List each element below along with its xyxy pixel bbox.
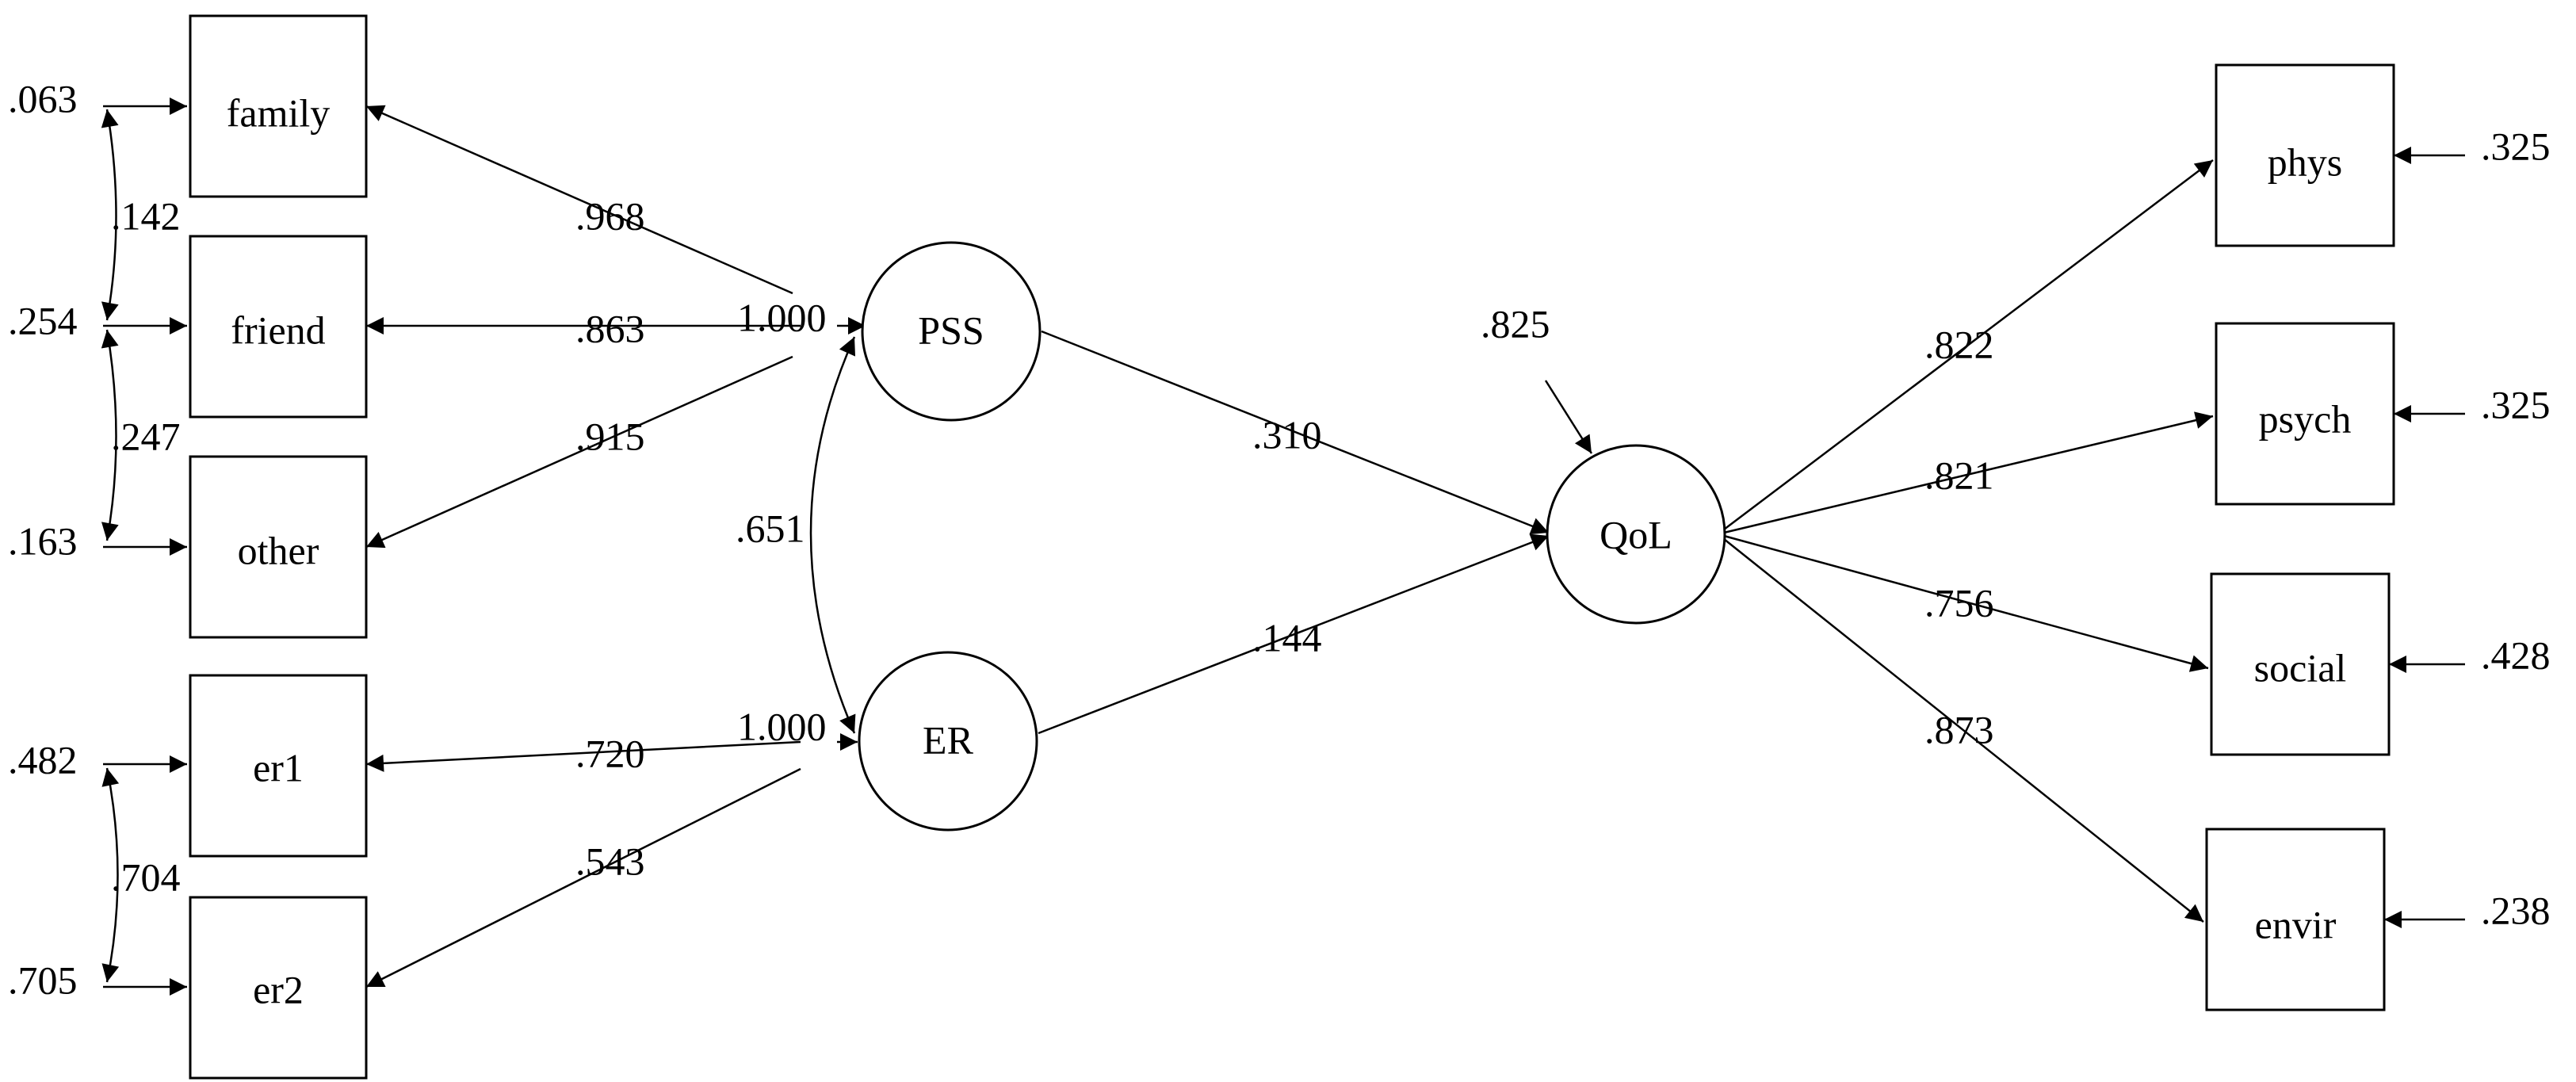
errcov-er1-er2 — [101, 767, 120, 983]
variance-value-er: 1.000 — [737, 704, 827, 748]
loading-arrow-er-er1 — [365, 740, 801, 772]
indicator-label-other: other — [238, 528, 319, 572]
indicator-label-er2: er2 — [253, 967, 304, 1011]
disturbance-value-qol: .825 — [1481, 301, 1550, 346]
loading-arrow-er-er2 — [365, 767, 801, 988]
disturbance-arrow-qol — [1544, 380, 1593, 454]
indicator-label-friend: friend — [231, 308, 325, 352]
loading-value-er-er2: .543 — [575, 839, 645, 883]
errcov-family-friend — [101, 109, 119, 321]
latent-correlation-value: .651 — [736, 506, 805, 550]
indicator-label-family: family — [227, 90, 331, 135]
loading-value-qol-phys: .822 — [1924, 322, 1994, 366]
error-value-psych: .325 — [2481, 382, 2551, 426]
indicator-label-phys: phys — [2268, 140, 2342, 184]
latent-correlation-curve — [809, 336, 856, 734]
loading-value-pss-other: .915 — [575, 414, 645, 458]
loading-arrow-qol-phys — [1723, 159, 2214, 530]
error-correlation-family-friend: .142 — [111, 193, 181, 238]
error-value-friend: .254 — [8, 298, 78, 342]
indicator-label-social: social — [2254, 645, 2347, 690]
loading-arrow-pss-family — [365, 105, 793, 295]
loading-value-qol-envir: .873 — [1924, 707, 1994, 751]
error-value-family: .063 — [8, 76, 78, 120]
path-arrow-er-qol — [1038, 533, 1550, 735]
loading-arrow-qol-envir — [1723, 538, 2204, 923]
indicator-label-psych: psych — [2259, 396, 2352, 441]
loading-value-pss-friend: .863 — [575, 306, 645, 350]
error-value-phys: .325 — [2481, 124, 2551, 168]
loading-arrow-qol-psych — [1723, 411, 2214, 534]
indicator-er2: er2 — [189, 896, 368, 1080]
loading-value-qol-social: .756 — [1924, 580, 1994, 625]
indicator-family: family — [189, 14, 368, 198]
loading-value-er-er1: .720 — [575, 731, 645, 775]
loading-arrow-qol-social — [1723, 534, 2209, 672]
error-value-other: .163 — [8, 518, 78, 563]
indicator-friend: friend — [189, 235, 368, 419]
latent-label-qol: QoL — [1599, 512, 1672, 556]
latent-qol: QoL — [1546, 444, 1726, 625]
error-correlation-er1-er2: .704 — [111, 855, 181, 899]
path-value-er-qol: .144 — [1252, 615, 1322, 660]
indicator-label-envir: envir — [2255, 902, 2337, 946]
latent-label-er: ER — [923, 717, 974, 762]
loading-arrow-pss-other — [365, 355, 793, 549]
error-value-er2: .705 — [8, 958, 78, 1002]
indicator-phys: phys — [2215, 63, 2395, 247]
error-correlation-friend-other: .247 — [111, 414, 181, 458]
errcov-friend-other — [101, 329, 119, 541]
error-value-envir: .238 — [2481, 888, 2551, 932]
latent-label-pss: PSS — [918, 308, 984, 352]
indicator-label-er1: er1 — [253, 745, 304, 790]
indicator-er1: er1 — [189, 674, 368, 858]
loading-value-pss-family: .968 — [575, 193, 645, 238]
error-value-social: .428 — [2481, 633, 2551, 677]
latent-pss: PSS — [861, 241, 1041, 422]
variance-value-pss: 1.000 — [737, 295, 827, 339]
indicator-social: social — [2210, 572, 2391, 756]
path-value-pss-qol: .310 — [1252, 412, 1322, 457]
latent-er: ER — [858, 651, 1038, 832]
indicator-psych: psych — [2215, 322, 2395, 506]
path-arrow-pss-qol — [1041, 330, 1550, 535]
loading-value-qol-psych: .821 — [1924, 453, 1994, 497]
indicator-other: other — [189, 455, 368, 639]
indicator-envir: envir — [2205, 828, 2386, 1011]
error-value-er1: .482 — [8, 737, 78, 782]
